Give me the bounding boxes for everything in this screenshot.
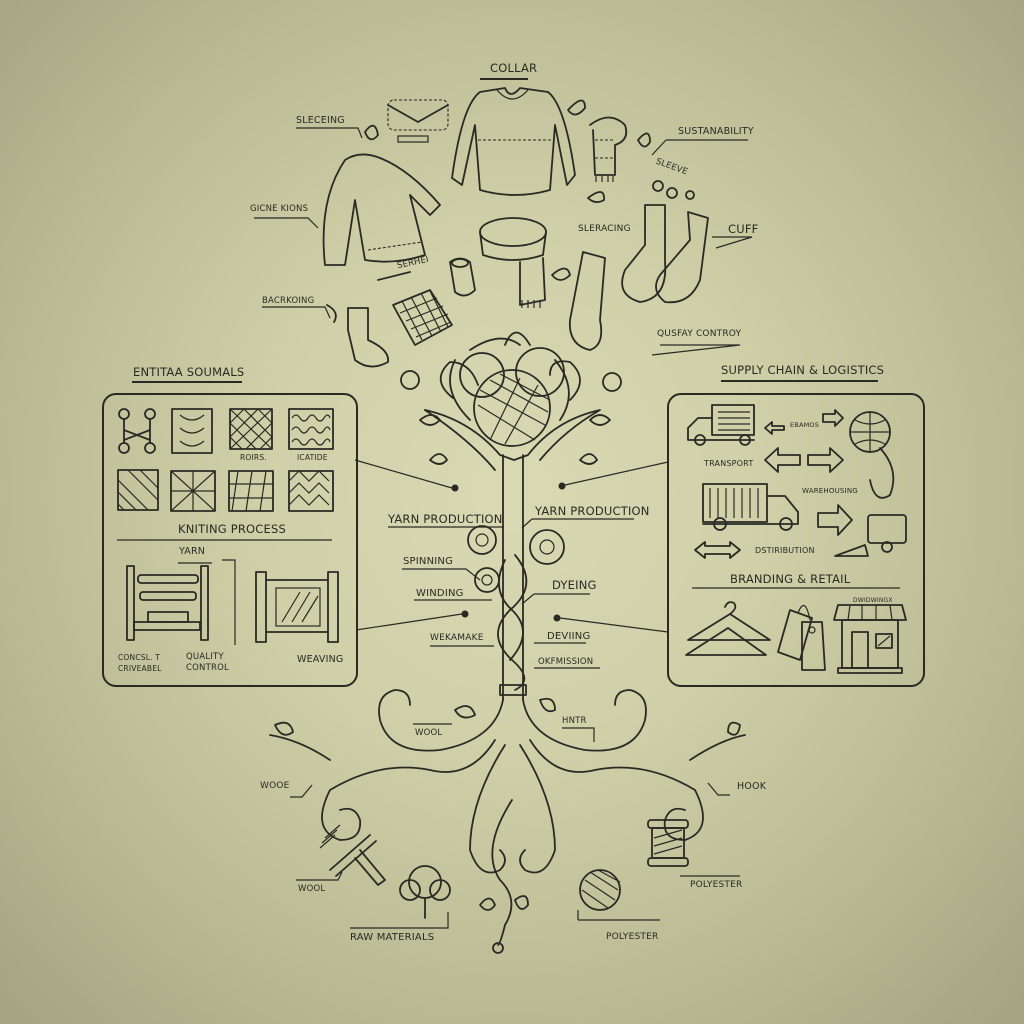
- knitting-process-panel: [102, 393, 358, 687]
- label-ebamos: EBAMOS: [790, 421, 820, 429]
- label-warehousing: WAREHOUSING: [802, 487, 858, 495]
- yarn-ball-icon: [579, 869, 621, 911]
- swirl-icon: [400, 370, 420, 390]
- storefront-icon: [833, 604, 907, 674]
- knit-grid-icon: [392, 289, 453, 346]
- forklift-icon: [834, 514, 907, 557]
- label-spinning: SPINNING: [403, 556, 454, 567]
- knit-bottom-label-left: CONCSL. T CRIVEABEL: [118, 653, 162, 673]
- leaf-icon: [326, 304, 337, 323]
- bag-icon: [387, 99, 449, 143]
- label-wool-top: WOOL: [415, 728, 443, 738]
- label-gicne-kions: GICNE KIONS: [250, 204, 309, 214]
- arrow-left-icon: [764, 421, 785, 435]
- collar-title: COLLAR: [490, 61, 538, 75]
- label-wekamake: WEKAMAKE: [430, 633, 484, 643]
- knit-swatches-icon: [117, 408, 334, 512]
- hanger-icon: [685, 601, 771, 656]
- cotton-icon: [399, 865, 451, 919]
- leaf-icon: [587, 191, 605, 203]
- strand-icon: [497, 554, 528, 691]
- label-sleracing: SLERACING: [578, 224, 631, 234]
- label-distribution: DSTIRIBUTION: [755, 546, 815, 555]
- label-quality-control: QUSFAY CONTROY: [657, 329, 742, 339]
- arrow-right-icon: [817, 504, 853, 536]
- double-arrow-icon: [694, 541, 741, 559]
- swatch-label-2: ICATIDE: [297, 453, 328, 462]
- label-dyeing: DYEING: [552, 578, 597, 592]
- knitting-machine-icon: [126, 559, 236, 645]
- truck-icon: [687, 404, 755, 446]
- label-bacrkoing: BACRKOING: [262, 296, 315, 306]
- leaf-icon: [364, 124, 379, 141]
- label-okfmission: OKFMISSION: [538, 657, 594, 667]
- sweater-icon: [451, 87, 576, 196]
- label-sleeceing: SLECEING: [296, 115, 345, 126]
- loom-icon: [255, 571, 339, 643]
- store-sign-label: DWIDWINGX: [853, 597, 893, 604]
- label-winding: WINDING: [416, 588, 464, 599]
- label-yarn-production-right: YARN PRODUCTION: [535, 504, 650, 518]
- weaving-label: WEAVING: [297, 654, 344, 665]
- needle-icon: [377, 271, 411, 281]
- label-raw-materials: RAW MATERIALS: [350, 932, 435, 943]
- collar-underline: [480, 78, 528, 80]
- yarn-label: YARN: [179, 546, 206, 557]
- thread-spool-icon: [647, 819, 689, 867]
- swirl-icon: [602, 372, 622, 392]
- right-panel-title-underline: [721, 380, 878, 382]
- supply-chain-panel: [667, 393, 925, 687]
- globe-icon: [849, 411, 895, 499]
- leaf-icon: [637, 132, 651, 148]
- label-hook: HOOK: [737, 781, 767, 792]
- label-transport: TRANSPORT: [704, 459, 754, 468]
- right-panel-title: SUPPLY CHAIN & LOGISTICS: [721, 363, 885, 377]
- scarf-icon: [589, 116, 628, 182]
- label-wool-bottom: WOOL: [298, 884, 326, 894]
- label-yarn-production-left: YARN PRODUCTION: [388, 512, 503, 526]
- label-wooe: WOOE: [260, 781, 290, 791]
- price-tag-icon: [777, 604, 826, 671]
- label-deviing: DEVIING: [547, 631, 591, 642]
- swatch-label-1: ROIRS.: [240, 453, 267, 462]
- leaf-icon: [551, 267, 571, 281]
- label-sustainability: SUSTANABILITY: [678, 126, 754, 137]
- roots-icon: [269, 689, 746, 954]
- leaf-icon: [567, 99, 586, 116]
- sock-icon: [347, 204, 709, 368]
- branding-retail-title: BRANDING & RETAIL: [730, 572, 851, 586]
- label-polyester-bottom: POLYESTER: [606, 932, 659, 942]
- label-cuff: CUFF: [728, 222, 759, 236]
- cowl-icon: [479, 217, 547, 308]
- spool-icon: [449, 257, 476, 297]
- brush-icon: [319, 824, 386, 886]
- arrow-right-icon: [822, 409, 844, 427]
- arrow-left-icon: [764, 447, 801, 473]
- gear-icon: [467, 525, 565, 593]
- label-polyester-right: POLYESTER: [690, 880, 743, 890]
- label-hntr: HNTR: [562, 716, 587, 726]
- left-panel-title-underline: [132, 381, 242, 383]
- sweater-left-icon: [322, 153, 441, 266]
- arrow-right-icon: [807, 447, 844, 473]
- knit-bottom-label-middle: QUALITY CONTROL: [186, 652, 229, 673]
- left-panel-title: ENTITAA SOUMALS: [133, 365, 245, 379]
- knitting-process-title: KNITING PROCESS: [178, 522, 286, 536]
- container-truck-icon: [702, 483, 799, 531]
